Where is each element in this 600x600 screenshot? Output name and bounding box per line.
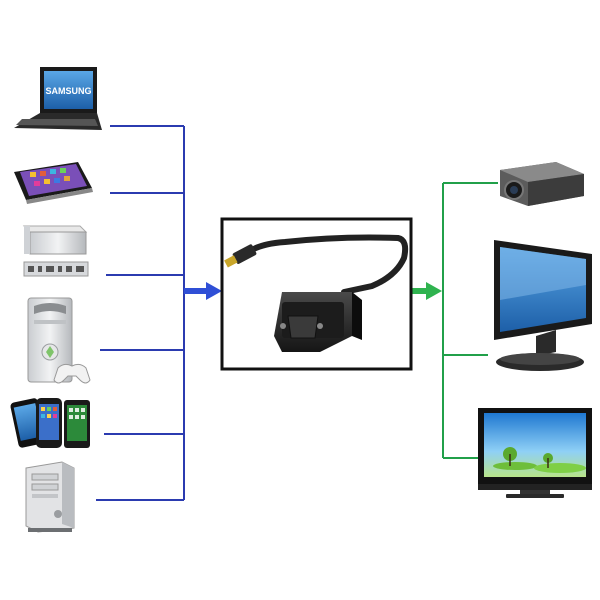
source-arrow xyxy=(184,282,222,300)
laptop-icon: SAMSUNG xyxy=(14,67,102,130)
output-bus xyxy=(442,182,498,459)
game-console-icon xyxy=(27,297,91,384)
desktop-tower-icon xyxy=(25,461,75,533)
lcd-tv-icon xyxy=(478,408,592,498)
laptop-brand-text: SAMSUNG xyxy=(45,86,91,96)
smartphones-icon xyxy=(10,398,90,448)
set-top-box-icon xyxy=(22,225,89,277)
projector-icon xyxy=(500,162,584,206)
source-bus xyxy=(96,125,185,501)
tablet-icon xyxy=(14,162,93,204)
lcd-monitor-icon xyxy=(494,240,592,371)
output-arrow xyxy=(412,282,442,300)
hdmi-to-vga-adapter-icon xyxy=(220,217,413,371)
